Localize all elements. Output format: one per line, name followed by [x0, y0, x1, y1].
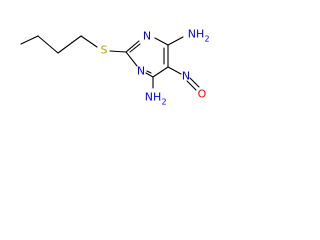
bond-c5-nitroso-n [167, 66, 182, 75]
amine-top-label: NH [188, 28, 205, 41]
bond-butyl-c1-c2 [20, 35, 39, 45]
bond-butyl-c4-s [80, 35, 98, 48]
bond-nitroso-n-o-2 [189, 77, 200, 88]
bond-nitroso-n-o-1 [186, 80, 197, 91]
bond-butyl-c2-c3 [37, 35, 59, 54]
bond-butyl-c3-c4 [57, 35, 82, 54]
atom-labels: S N N NH 2 NH 2 N O [101, 28, 210, 107]
bond-n-bottom-c2 [125, 51, 138, 67]
ring-nitrogen-bottom-label: N [137, 65, 145, 78]
nitroso-oxygen-label: O [198, 88, 207, 101]
bond-c2-n-top-inner [129, 43, 141, 53]
bond-c6-n-bottom-inner [146, 70, 152, 74]
sulfur-atom-label: S [101, 44, 108, 57]
amine-top-subscript: 2 [204, 35, 209, 44]
chemical-structure: S N N NH 2 NH 2 N O [20, 28, 210, 107]
bond-lines [20, 35, 200, 91]
bond-n-top-c4 [154, 37, 169, 46]
ring-nitrogen-top-label: N [143, 30, 151, 43]
bond-c6-n-bottom [145, 72, 154, 78]
nitroso-nitrogen-label: N [182, 70, 190, 83]
bond-c2-n-top [125, 40, 140, 53]
amine-bottom-subscript: 2 [161, 98, 166, 107]
bond-c5-c6 [152, 66, 169, 78]
bond-c4-nh2 [167, 36, 184, 46]
amine-bottom-label: NH [145, 91, 162, 104]
bond-s-c2 [109, 50, 127, 53]
